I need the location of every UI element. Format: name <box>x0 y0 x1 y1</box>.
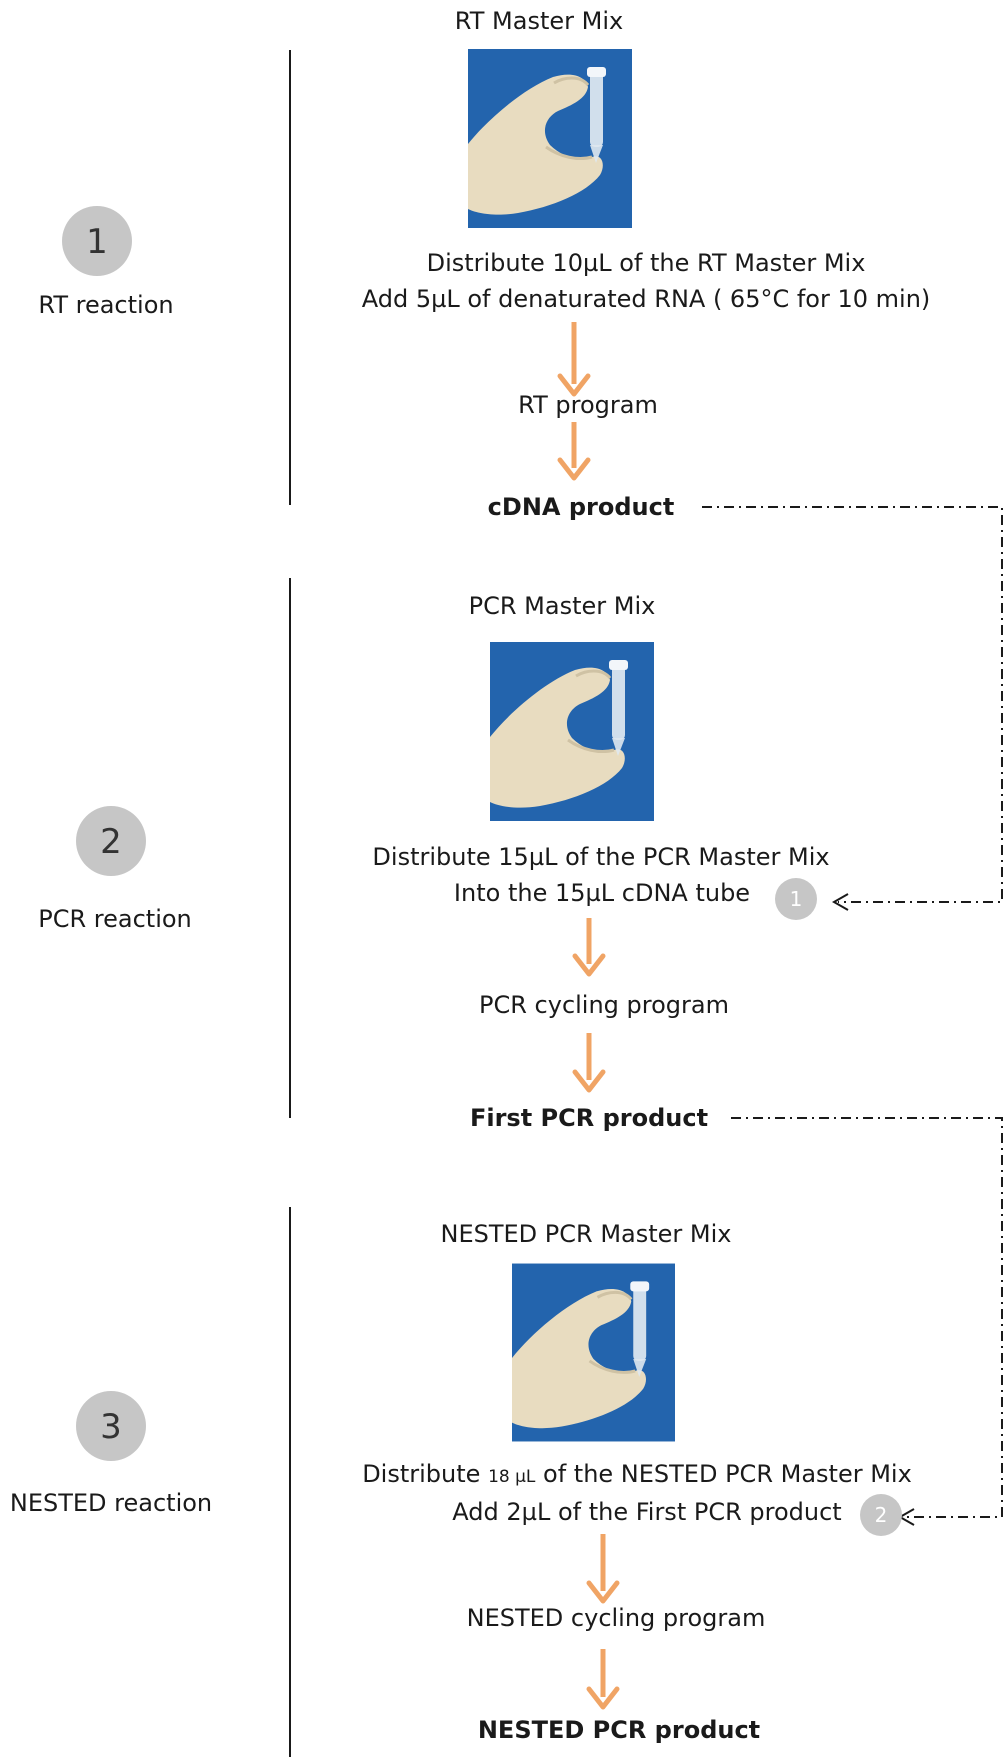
reference-badge-1 <box>775 878 817 920</box>
stage-2-product: First PCR product <box>469 1104 709 1132</box>
stage-1-number-badge <box>62 206 132 276</box>
arrow-icon <box>586 1534 620 1604</box>
arrow-icon <box>572 918 606 977</box>
stage-1-step-line-1: Distribute 10µL of the RT Master Mix <box>426 249 866 277</box>
hand-holding-tube-photo <box>512 1263 675 1442</box>
stage-2-number: 2 <box>100 822 122 862</box>
stage-1-master-mix-title: RT Master Mix <box>454 7 624 35</box>
stage-2-label: PCR reaction <box>38 905 192 933</box>
stage-3-product: NESTED PCR product <box>477 1716 761 1744</box>
stage-2-master-mix-title: PCR Master Mix <box>468 592 656 620</box>
reference-badge-1-number: 1 <box>789 887 803 911</box>
stage-3-step-line-1: Distribute 18 µL of the NESTED PCR Maste… <box>362 1459 912 1492</box>
stage-2-step-line-2: Into the 15µL cDNA tube <box>453 879 751 907</box>
stage-3-number-badge <box>76 1391 146 1461</box>
stage-1-number: 1 <box>86 222 108 262</box>
stage-3-program: NESTED cycling program <box>466 1604 766 1632</box>
stage-1-program: RT program <box>518 391 658 419</box>
stage-1-step-line-2: Add 5µL of denaturated RNA ( 65°C for 10… <box>361 285 931 313</box>
arrow-icon <box>586 1649 620 1710</box>
stage-3-number: 3 <box>100 1407 122 1447</box>
reference-badge-2 <box>860 1494 902 1536</box>
reference-badge-2-number: 2 <box>874 1503 888 1527</box>
arrow-icon <box>557 422 591 481</box>
connector-arrowhead-icon <box>831 893 849 911</box>
hand-holding-tube-photo <box>490 642 654 821</box>
stage-3-step-line-2: Add 2µL of the First PCR product <box>452 1498 842 1526</box>
stage-2-program: PCR cycling program <box>479 991 729 1019</box>
stage-1-label: RT reaction <box>38 291 174 319</box>
arrow-icon <box>572 1033 606 1093</box>
first-pcr-feedback-connector <box>731 1117 1003 1518</box>
stage-2-number-badge <box>76 806 146 876</box>
stage-3-label: NESTED reaction <box>9 1489 213 1517</box>
stage-3-step-line-1-volume: 18 µL <box>488 1467 536 1487</box>
stage-3-step-line-1-prefix: Distribute <box>362 1460 489 1488</box>
stage-3-step-line-1-suffix: of the NESTED PCR Master Mix <box>535 1460 912 1488</box>
cdna-feedback-connector <box>702 506 1003 903</box>
stage-1-product: cDNA product <box>487 493 675 521</box>
stage-3-master-mix-title: NESTED PCR Master Mix <box>440 1220 732 1248</box>
arrow-icon <box>557 322 591 397</box>
hand-holding-tube-photo <box>468 49 632 228</box>
stage-2-step-line-1: Distribute 15µL of the PCR Master Mix <box>372 843 830 871</box>
